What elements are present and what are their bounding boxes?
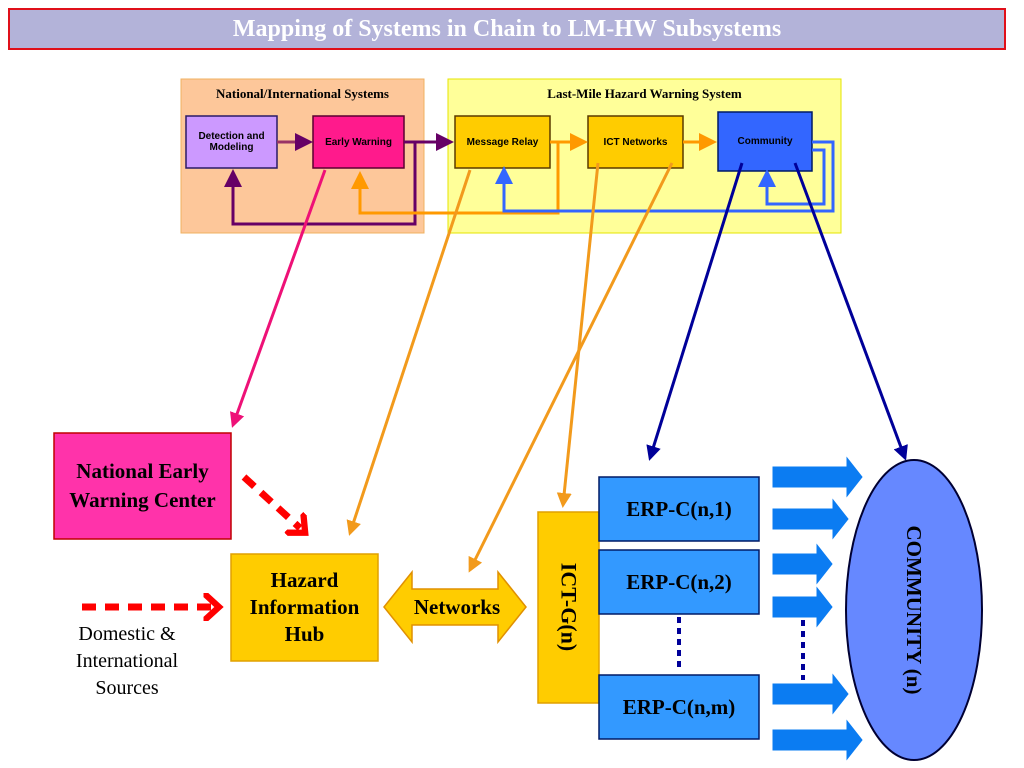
early-warning-box [312, 115, 405, 169]
blue-feedback-loop-outer [495, 140, 835, 213]
community-n-oval [845, 459, 983, 761]
erp2-label: ERP-C(n,2) [626, 569, 732, 594]
block-arrow-6 [772, 719, 863, 761]
blue-feedback-loop-inner [758, 148, 826, 206]
map-ict-to-networks [468, 162, 674, 573]
sources-label: Domestic & International Sources [75, 622, 179, 699]
block-arrow-1 [772, 456, 863, 498]
map-ict-to-ictg [556, 162, 600, 508]
map-community-to-erp [646, 162, 744, 461]
block-arrow-2 [772, 498, 849, 540]
hub-box [230, 553, 379, 662]
national-group-label: National/International Systems [216, 86, 389, 101]
purple-feedback-loop [224, 142, 417, 226]
ictg-label: ICT-G(n) [556, 562, 582, 652]
block-arrow-4 [772, 586, 833, 628]
hub-label: Hazard Information Hub [249, 567, 360, 647]
newc-to-hub-dashed-arrow [241, 474, 300, 528]
community-block-arrows [772, 456, 863, 761]
message-relay-label: Message Relay [466, 136, 539, 148]
detection-label: Detection and Modeling [198, 131, 265, 153]
orange-feedback-loop [351, 142, 560, 215]
erp2-box [598, 549, 760, 615]
detection-box [185, 115, 278, 169]
erp1-box [598, 476, 760, 542]
community-n-label: COMMUNITY (n) [902, 525, 927, 695]
early-warning-label: Early Warning [325, 136, 392, 148]
newc-label: National Early Warning Center [69, 458, 216, 512]
community-label: Community [737, 136, 793, 147]
block-arrow-5 [772, 673, 849, 715]
ictg-box [537, 511, 600, 704]
erp1-label: ERP-C(n,1) [626, 496, 732, 521]
map-warning-to-newc [230, 169, 327, 428]
networks-double-arrow [383, 569, 527, 645]
block-arrow-3 [772, 543, 833, 585]
erpm-box [598, 674, 760, 740]
map-community-to-community-n [793, 162, 908, 461]
page-title: Mapping of Systems in Chain to LM-HW Sub… [8, 8, 1006, 50]
ict-networks-label: ICT Networks [603, 136, 668, 148]
lastmile-group-label: Last-Mile Hazard Warning System [547, 86, 742, 101]
newc-box [53, 432, 232, 540]
map-relay-to-hub [346, 169, 472, 536]
community-box [717, 111, 813, 172]
networks-label: Networks [413, 594, 501, 619]
erpm-label: ERP-C(n,m) [622, 694, 736, 719]
